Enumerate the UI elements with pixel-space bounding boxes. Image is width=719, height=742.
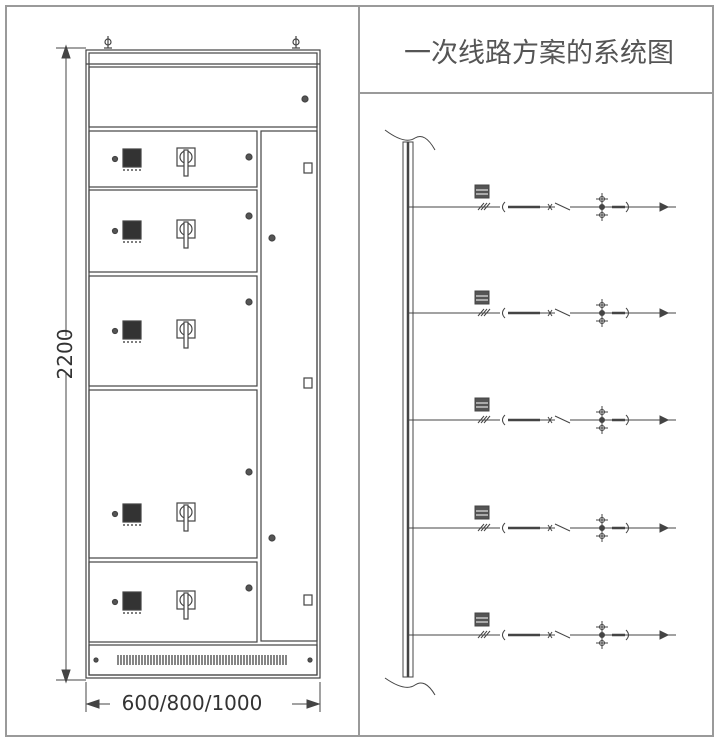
meter-display: [122, 220, 142, 243]
side-door-lock: [268, 234, 276, 242]
meter-display: [122, 148, 142, 171]
rotary-handle: [176, 502, 196, 532]
drawer-unit: [88, 561, 258, 643]
switch-blade: [554, 523, 571, 532]
feeder-circuit: [408, 184, 676, 221]
door-hinge: [303, 377, 313, 389]
height-label: 2200: [53, 329, 77, 380]
protection-relay: [474, 505, 490, 520]
plug-contact: [502, 307, 506, 319]
top-compartment: [88, 66, 318, 128]
drawer-unit: [88, 130, 258, 188]
lifting-eye-left: [104, 36, 112, 49]
drawer-knob: [245, 212, 253, 220]
protection-relay: [474, 184, 490, 199]
diagram-title: 一次线路方案的系统图: [404, 38, 674, 69]
door-hinge: [303, 162, 313, 174]
indicator-light: [111, 155, 119, 163]
side-door: [260, 130, 318, 642]
plug-contact: [502, 522, 506, 534]
protection-relay: [474, 397, 490, 412]
rotary-handle: [176, 319, 196, 349]
side-door-lock: [268, 534, 276, 542]
feeder-circuits: [408, 184, 676, 649]
lifting-eye-right: [292, 36, 300, 49]
drawer-unit: [88, 189, 258, 273]
outgoing-arrow: [659, 202, 670, 212]
feeder-circuit: [408, 290, 676, 327]
drawer-knob: [245, 468, 253, 476]
plug-contact: [502, 414, 506, 426]
feeder-circuit: [408, 612, 676, 649]
meter-display: [122, 320, 142, 343]
switch-blade: [554, 308, 571, 317]
plug-contact: [502, 629, 506, 641]
drawer-knob: [245, 298, 253, 306]
meter-display: [122, 591, 142, 614]
drawer-knob: [245, 584, 253, 592]
switch-blade: [554, 630, 571, 639]
vent-grille: [117, 655, 287, 665]
feeder-circuit: [408, 505, 676, 542]
outgoing-arrow: [659, 308, 670, 318]
rotary-handle: [176, 147, 196, 177]
drawer-knob: [245, 153, 253, 161]
indicator-light: [111, 227, 119, 235]
height-dimension: [56, 44, 86, 684]
rotary-handle: [176, 219, 196, 249]
indicator-light: [111, 598, 119, 606]
outgoing-arrow: [659, 523, 670, 533]
width-label: 600/800/1000: [122, 691, 263, 715]
drawer-unit: [88, 275, 258, 387]
drawer-unit: [88, 389, 258, 559]
cabinet-front-view: [85, 36, 321, 679]
switch-blade: [554, 202, 571, 211]
plug-contact: [502, 201, 506, 213]
switch-blade: [554, 415, 571, 424]
feeder-circuit: [408, 397, 676, 434]
busbar: [384, 129, 436, 696]
width-dimension: [85, 682, 321, 712]
indicator-light: [111, 327, 119, 335]
outgoing-arrow: [659, 630, 670, 640]
rotary-handle: [176, 590, 196, 620]
door-hinge: [303, 594, 313, 606]
protection-relay: [474, 290, 490, 305]
outgoing-arrow: [659, 415, 670, 425]
protection-relay: [474, 612, 490, 627]
indicator-light: [111, 510, 119, 518]
door-lock: [301, 95, 309, 103]
meter-display: [122, 503, 142, 526]
cabinet-base: [88, 644, 318, 676]
